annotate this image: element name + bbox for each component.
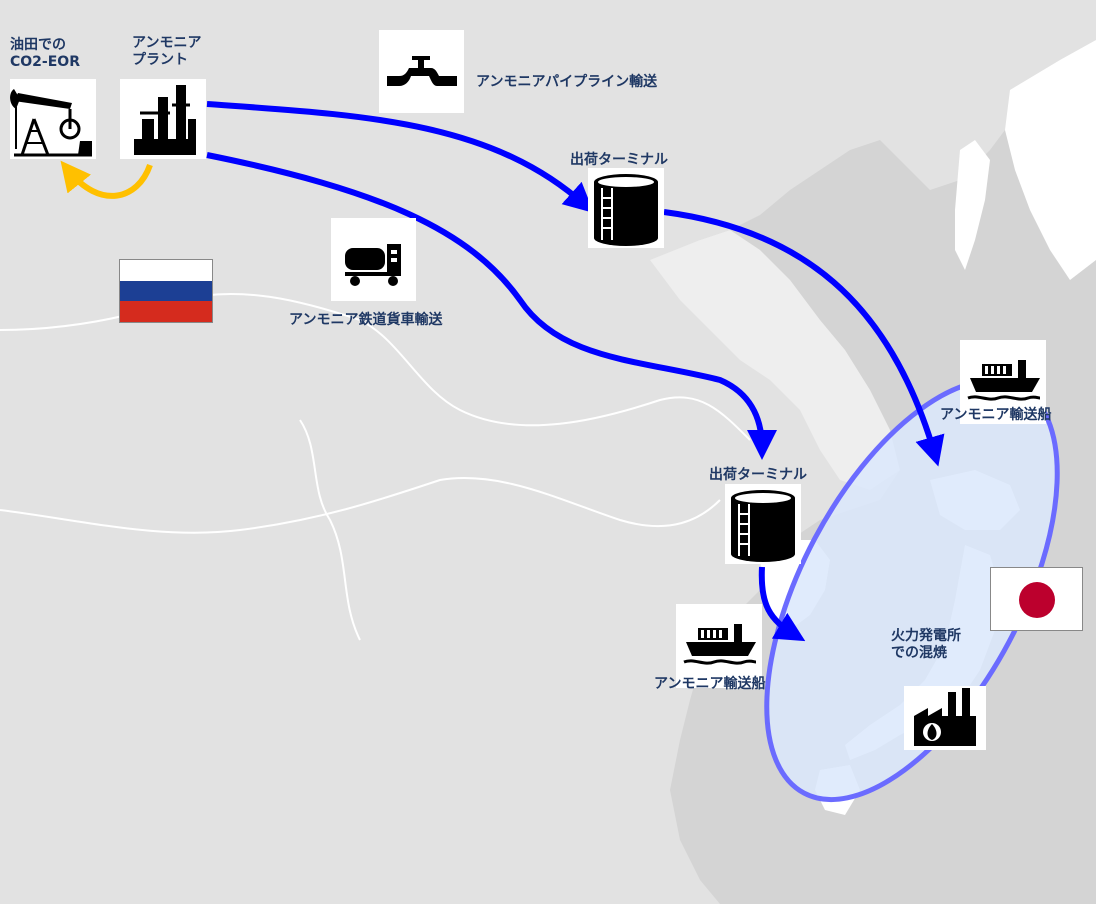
rail-tank-car-icon	[331, 218, 416, 301]
tanker-ship-icon-east	[960, 340, 1046, 424]
label-plant: アンモニア プラント	[132, 35, 201, 69]
rail-route	[206, 152, 777, 460]
tanker-ship-icon-south	[676, 604, 762, 688]
ammonia-plant-icon	[120, 79, 206, 159]
label-power-plant: 火力発電所 での混焼	[891, 628, 961, 662]
japan-flag	[990, 567, 1083, 631]
russia-flag-white	[120, 260, 212, 281]
label-terminal-north: 出荷ターミナル	[570, 152, 668, 168]
power-plant-icon	[904, 686, 986, 750]
coastal-lowland	[650, 230, 900, 490]
co2-return-route	[60, 160, 153, 199]
label-pipeline: アンモニアパイプライン輸送	[476, 74, 658, 90]
label-ship-south: アンモニア輸送船	[654, 676, 766, 692]
storage-tank-icon-south	[725, 484, 801, 564]
storage-tank-icon-north	[588, 168, 664, 248]
border-line-3	[299, 419, 361, 641]
label-terminal-south: 出荷ターミナル	[709, 467, 807, 483]
label-plant-line2: プラント	[132, 52, 188, 68]
label-plant-line1: アンモニア	[132, 35, 202, 51]
russia-flag	[119, 259, 213, 323]
russia-flag-red	[120, 301, 212, 322]
label-oilfield-line1: 油田での	[10, 37, 66, 53]
russia-flag-blue	[120, 280, 212, 302]
label-oilfield-line2: CO2-EOR	[10, 54, 80, 70]
label-power-plant-line1: 火力発電所	[891, 628, 961, 644]
border-line-2	[0, 477, 721, 534]
northeast-land	[1005, 40, 1096, 280]
ship-route-south	[758, 566, 806, 642]
label-ship-east: アンモニア輸送船	[940, 407, 1052, 423]
label-power-plant-line2: での混焼	[891, 645, 947, 661]
pipeline-icon	[379, 30, 464, 113]
oil-pumpjack-icon	[10, 79, 96, 159]
sakhalin-island	[955, 140, 990, 270]
label-oilfield: 油田での CO2-EOR	[10, 37, 80, 71]
label-rail: アンモニア鉄道貨車輸送	[289, 312, 443, 328]
pipeline-route	[206, 101, 594, 213]
japan-flag-disc	[1019, 582, 1055, 618]
ship-route-east	[663, 209, 945, 467]
